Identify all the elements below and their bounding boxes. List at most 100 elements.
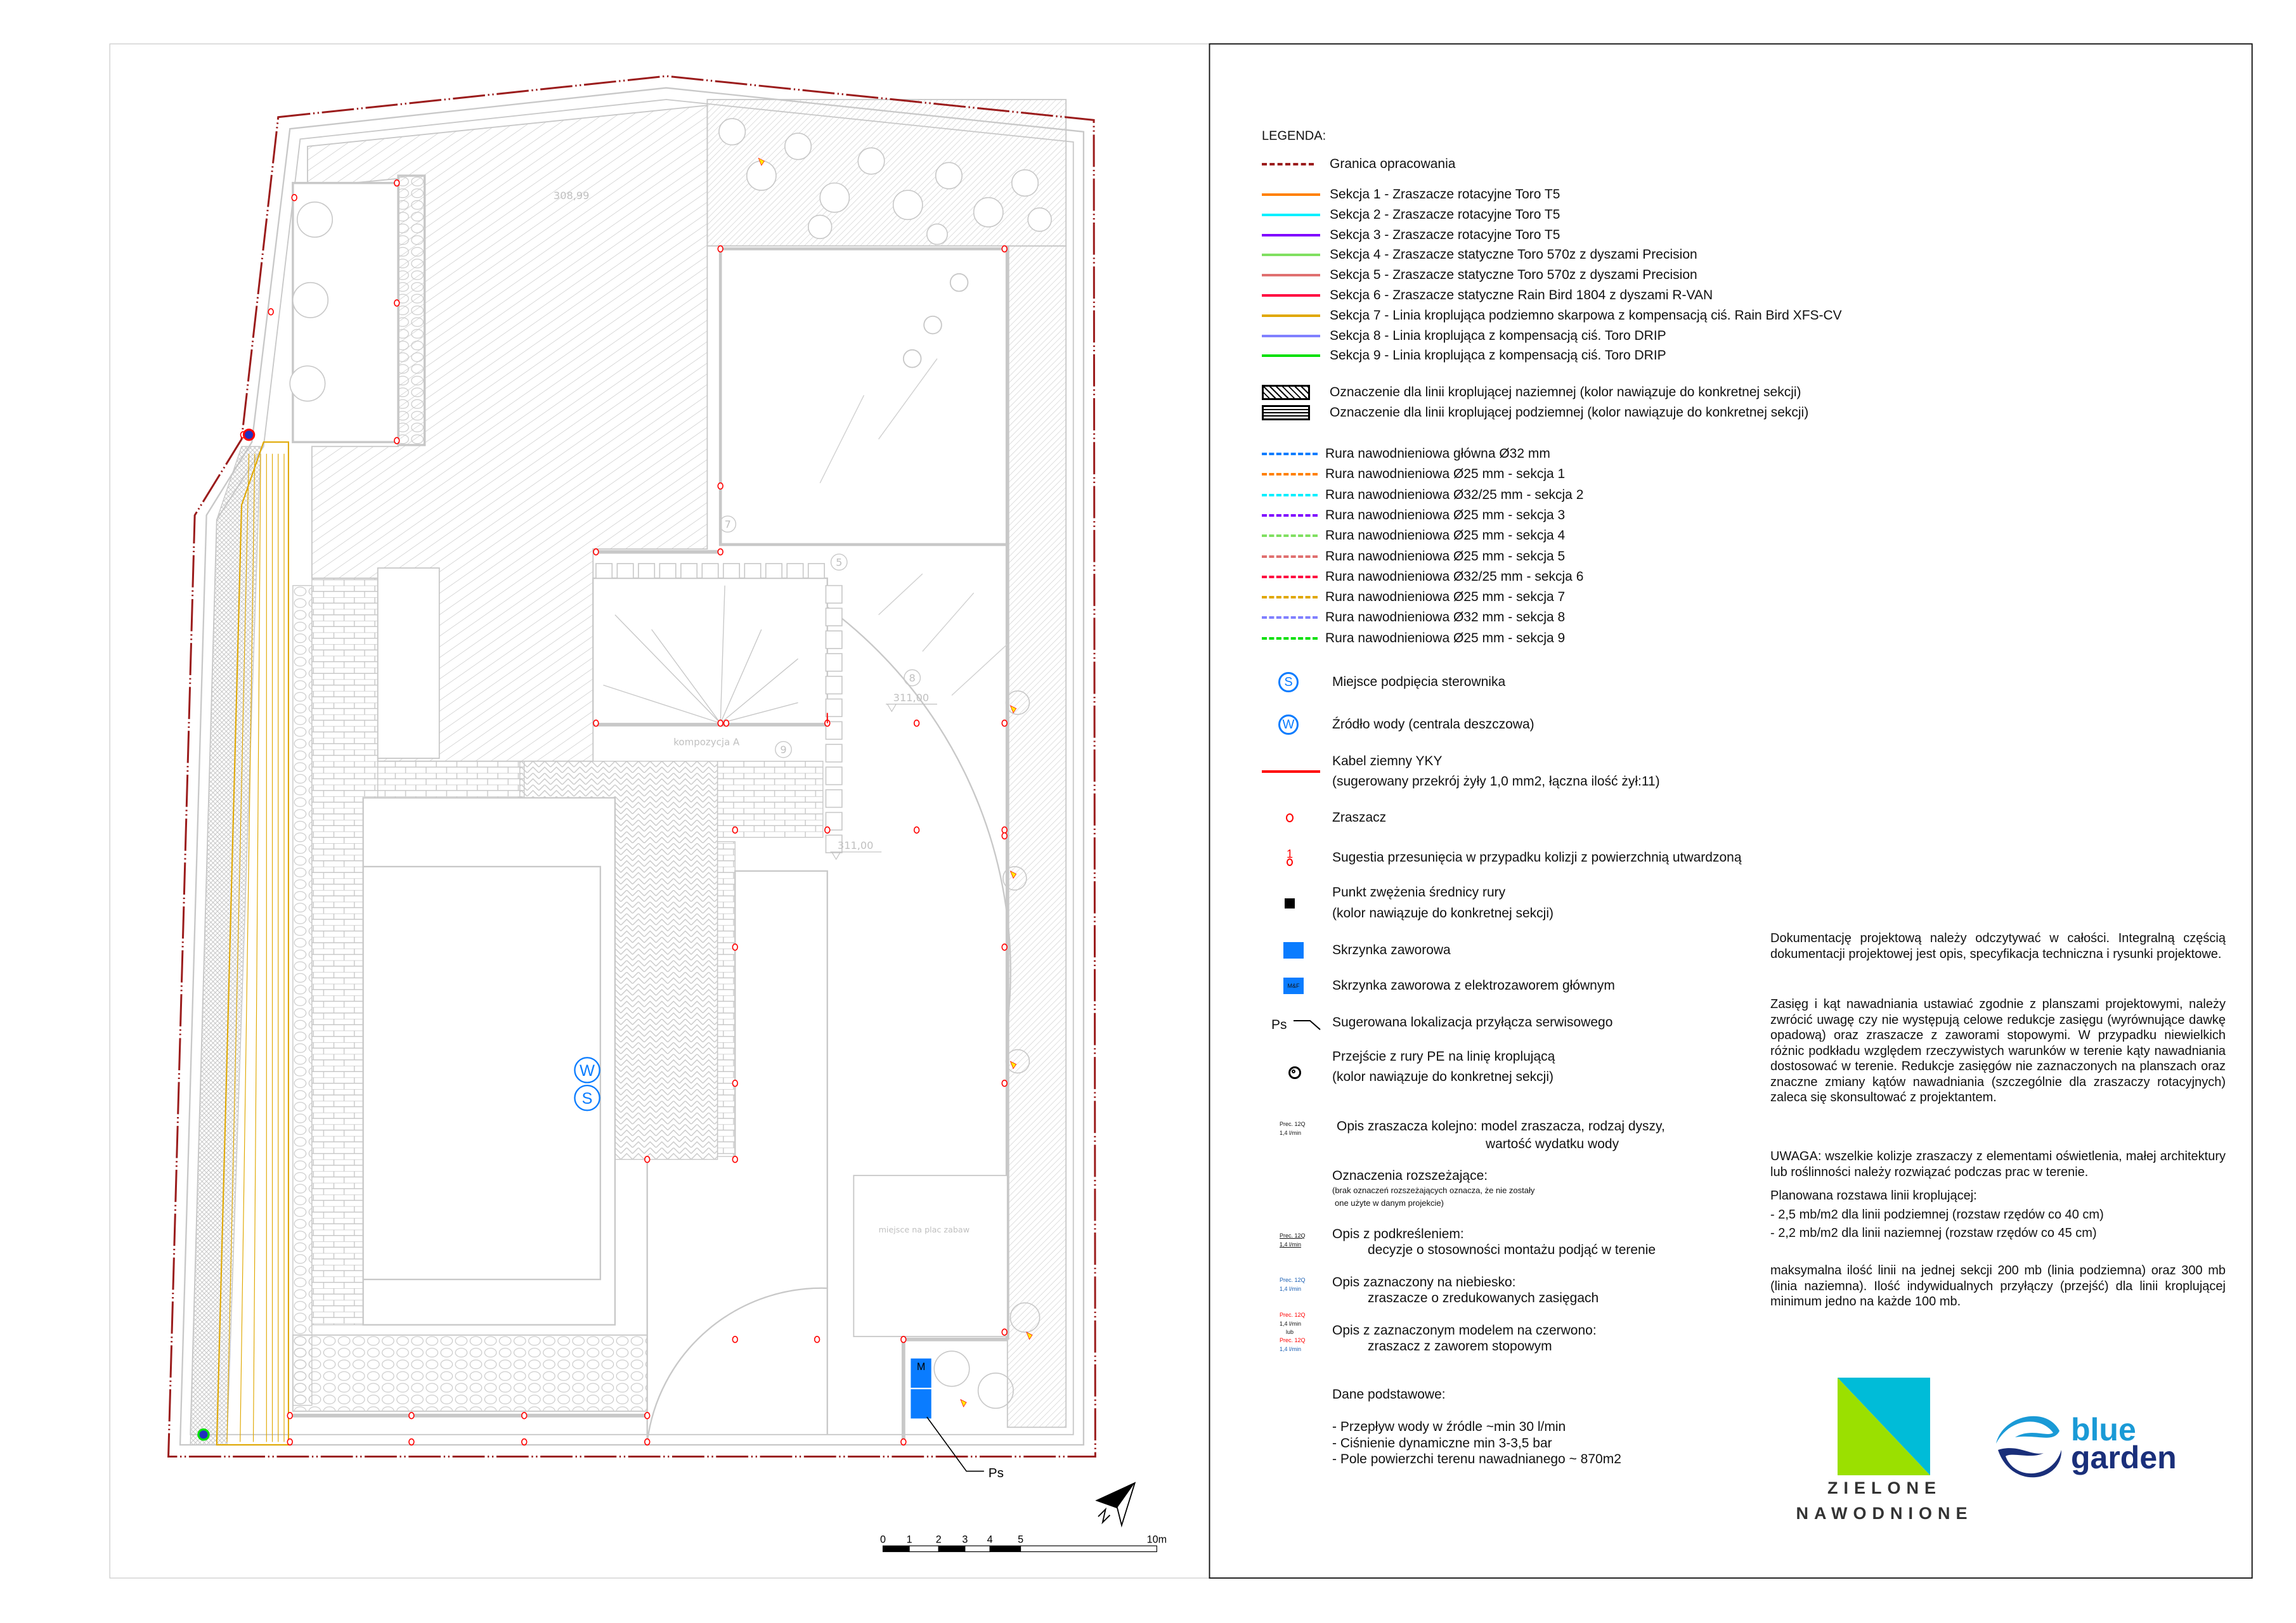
shrub-icon [926, 223, 948, 245]
sprinkler-icon[interactable] [394, 179, 400, 187]
sprinkler-icon[interactable] [644, 1438, 651, 1446]
basic-title: Dane podstawowe: [1332, 1387, 1446, 1402]
paver [744, 563, 762, 579]
scale-tick-label: 1 [907, 1534, 912, 1546]
emitters [758, 157, 1033, 1407]
sprinkler-icon[interactable] [1001, 719, 1008, 727]
area-number: 5 [836, 556, 842, 568]
valve-box-main-glyph: M [917, 1361, 925, 1373]
shrub-icon [1027, 207, 1052, 232]
paver [825, 585, 843, 604]
paver [825, 675, 843, 695]
sprinkler-icon[interactable] [394, 299, 400, 307]
sprinkler-icon[interactable] [1001, 1328, 1008, 1336]
courtyard-rays [603, 585, 799, 724]
sprinkler-icon[interactable] [268, 308, 274, 316]
pipe-swatch [1262, 453, 1318, 455]
sprinkler-icon[interactable] [593, 719, 599, 727]
notes-planned-item: - 2,2 mb/m2 dla linii naziemnej (rozstaw… [1770, 1226, 2097, 1240]
scale-segment [882, 1545, 910, 1553]
drip-zone-crosshatch [190, 446, 261, 1445]
service-label: Ps [989, 1466, 1004, 1480]
sprinkler-icon[interactable] [521, 1412, 528, 1419]
sprinkler-icon[interactable] [644, 1412, 651, 1419]
water-source-icon [574, 1057, 600, 1083]
paver [786, 563, 804, 579]
pipe-label: Rura nawodnieniowa główna Ø32 mm [1325, 446, 1550, 461]
sprinkler-icon[interactable] [717, 548, 723, 556]
sprinkler-icon[interactable] [913, 826, 920, 834]
blue-garden-text: blue [2071, 1412, 2136, 1447]
sprinkler-icon[interactable] [1001, 832, 1008, 840]
sprinkler-icon[interactable] [814, 1336, 820, 1343]
paver [722, 563, 741, 579]
paver [659, 563, 677, 579]
sample-model-blue: Prec. 12Q [1280, 1277, 1306, 1283]
sprinkler-label: Zraszacz [1332, 810, 1387, 825]
area-number: 8 [909, 672, 916, 684]
sprinkler-icon[interactable] [732, 1080, 739, 1087]
notes-uwaga: UWAGA: wszelkie kolizje zraszaczy z elem… [1770, 1149, 2226, 1179]
sprinkler-icon[interactable] [732, 943, 739, 951]
paver [638, 563, 656, 579]
courtyard [592, 577, 828, 726]
sprinkler-icon[interactable] [287, 1412, 293, 1419]
stepping-stone [949, 273, 969, 292]
blue-text: zraszacze o zredukowanych zasięgach [1368, 1291, 1599, 1305]
paver [701, 563, 719, 579]
basic-item: - Przepływ wody w źródle ~min 30 l/min [1332, 1419, 1566, 1434]
sprinkler-icon[interactable] [717, 719, 723, 727]
drip-line [252, 453, 261, 1442]
sprinkler-icon[interactable] [394, 437, 400, 444]
sprinkler-icon[interactable] [521, 1438, 528, 1446]
boundary-swatch [1262, 163, 1314, 165]
sprinkler-icon[interactable] [900, 1438, 907, 1446]
sprinkler-icon[interactable] [408, 1412, 415, 1419]
sprinkler-icon[interactable] [717, 482, 723, 490]
narrowing-note: (kolor nawiązuje do konkretnej sekcji) [1332, 906, 1553, 921]
sprinkler-icon[interactable] [913, 719, 920, 727]
controller-glyph: S [582, 1090, 593, 1108]
sprinkler-icon[interactable] [1001, 1080, 1008, 1087]
area-number: 7 [725, 518, 731, 530]
sprinkler-icon[interactable] [824, 826, 831, 834]
sample-flow-blue-2: 1,4 l/min [1280, 1346, 1302, 1352]
sprinkler-icon[interactable] [732, 1156, 739, 1163]
sprinkler-icon[interactable] [644, 1156, 651, 1163]
sprinkler-icon[interactable] [1001, 943, 1008, 951]
emitter-icon [1009, 870, 1017, 879]
pipe-swatch [1262, 473, 1318, 476]
sprinkler-icon[interactable] [287, 1438, 293, 1446]
sprinkler-icon[interactable] [593, 548, 599, 556]
sprinkler-icon[interactable] [723, 719, 730, 727]
sprinkler-icon[interactable] [900, 1336, 907, 1343]
sprinkler-icon[interactable] [1001, 826, 1008, 834]
sprinkler-icon[interactable] [717, 245, 723, 253]
service-glyph: Ps [1271, 1018, 1287, 1032]
section-swatch [1262, 274, 1320, 277]
shrub-icon [892, 190, 923, 221]
sprinkler-icon[interactable] [732, 826, 739, 834]
valve-box-main[interactable] [911, 1358, 931, 1388]
north-arrow-icon [1095, 1482, 1136, 1528]
valve-box[interactable] [911, 1389, 931, 1419]
sprinkler-icon[interactable] [291, 194, 297, 202]
scale-tick-label: 10m [1147, 1534, 1167, 1546]
stepping-path [717, 760, 824, 838]
elevation-marker [886, 704, 937, 713]
gravel-walk [292, 1334, 648, 1412]
sprinkler-icon[interactable] [1001, 245, 1008, 253]
shrub-icon [296, 201, 334, 238]
sprinkler-icon[interactable] [732, 1336, 739, 1343]
paver [765, 563, 782, 579]
pipe-swatch [1262, 534, 1318, 538]
notes-planned-item: - 2,5 mb/m2 dla linii podziemnej (rozsta… [1770, 1208, 2104, 1222]
pavers-column [717, 841, 736, 1157]
scale-tick-label: 4 [987, 1534, 993, 1546]
sprinkler-icon[interactable] [408, 1438, 415, 1446]
transition-point-section-8 [242, 429, 256, 441]
scale-segment [964, 1545, 990, 1553]
section-label: Sekcja 6 - Zraszacze statyczne Rain Bird… [1330, 288, 1713, 302]
paver [825, 630, 843, 649]
section-swatch [1262, 294, 1320, 297]
